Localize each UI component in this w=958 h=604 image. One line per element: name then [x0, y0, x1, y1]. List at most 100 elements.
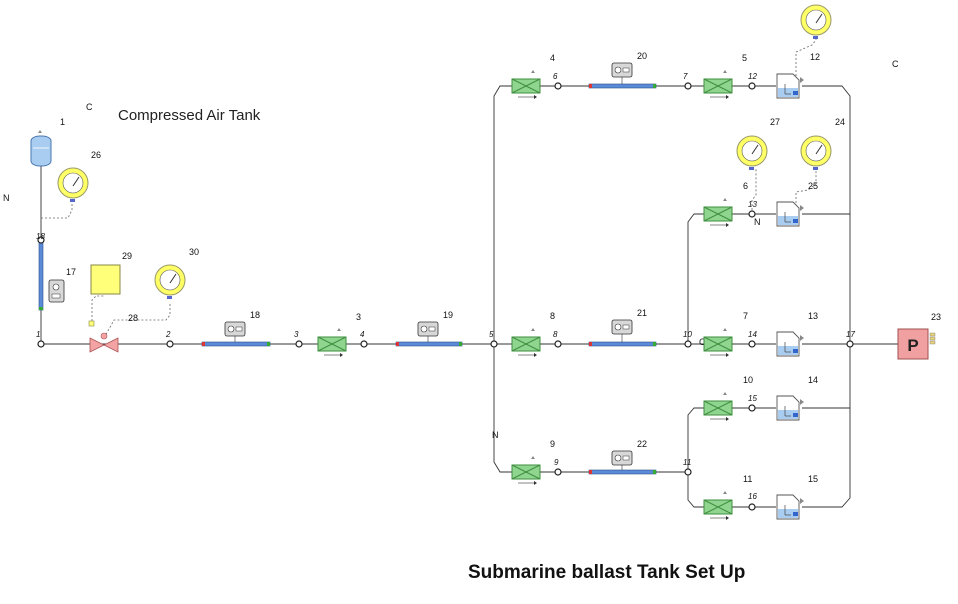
pressure-source-icon[interactable]: P	[897, 328, 936, 360]
ballast-group: 25 13 14 15	[776, 73, 818, 520]
component-label-17: 17	[66, 267, 76, 277]
gauge-icon-26[interactable]	[57, 167, 89, 202]
restrictor-5-icon[interactable]: 5	[703, 53, 747, 99]
junction-node-11[interactable]	[684, 468, 692, 476]
component-label-19: 19	[443, 310, 453, 320]
junction-node-5[interactable]	[490, 340, 498, 348]
junction-node-14[interactable]	[748, 340, 756, 348]
junction-node-10[interactable]	[684, 340, 692, 348]
component-label-10: 10	[743, 375, 753, 385]
ballast-12-icon[interactable]	[776, 73, 804, 99]
component-label-29: 29	[122, 251, 132, 261]
component-label-18: 18	[250, 310, 260, 320]
junction-node-8[interactable]	[554, 340, 562, 348]
pipe-line-collector	[802, 85, 851, 508]
component-label-30: 30	[189, 247, 199, 257]
junction-node-3[interactable]	[295, 340, 303, 348]
pipe-icon-17[interactable]	[38, 239, 44, 311]
node-label-10: 10	[683, 330, 692, 339]
junction-node-2[interactable]	[166, 340, 174, 348]
node-label-6: 6	[553, 72, 558, 81]
node-label-3: 3	[294, 330, 299, 339]
pipe-icon-19[interactable]	[395, 321, 463, 347]
node-label-7: 7	[683, 72, 688, 81]
node-label-5: 5	[489, 330, 494, 339]
component-label-22: 22	[637, 439, 647, 449]
junction-node-16[interactable]	[748, 503, 756, 511]
valve-icon-28[interactable]	[89, 332, 119, 353]
junction-node-1[interactable]	[37, 340, 45, 348]
restrictor-group: 3 4 5 6 7 8 9 10 11	[317, 53, 753, 520]
gauge-icon-24[interactable]	[800, 135, 832, 170]
component-label-26: 26	[91, 150, 101, 160]
pipe-line-n11-up	[687, 407, 776, 472]
node-label-16: 16	[748, 492, 757, 501]
component-label-6: 6	[743, 181, 748, 191]
restrictor-6-icon[interactable]: 6	[703, 181, 748, 227]
gauge-icon-30[interactable]	[154, 264, 186, 299]
restrictor-4-icon[interactable]: 4	[511, 53, 555, 99]
ballast-13-icon[interactable]: 13	[776, 311, 818, 357]
junction-node-13[interactable]	[748, 210, 756, 218]
component-label-24: 24	[835, 117, 845, 127]
pipe-icon-20[interactable]	[588, 62, 657, 89]
marker-n-tank12: N	[754, 217, 761, 227]
restrictor-9-icon[interactable]: 9	[511, 439, 555, 485]
component-label-13: 13	[808, 311, 818, 321]
junction-node-7[interactable]	[684, 82, 692, 90]
gauge-icon-12[interactable]	[800, 4, 832, 39]
tank-icon[interactable]	[30, 130, 52, 167]
box-icon-29[interactable]	[88, 264, 121, 327]
restrictor-11-icon[interactable]: 11	[703, 474, 752, 520]
ballast-15-icon[interactable]: 15	[776, 474, 818, 520]
signal-line-27	[751, 168, 757, 214]
restrictor-8-icon[interactable]: 8	[511, 311, 555, 357]
diagram-title: Compressed Air Tank	[118, 107, 261, 124]
junction-node-18[interactable]	[37, 236, 45, 244]
component-label-28: 28	[128, 313, 138, 323]
component-label-27: 27	[770, 117, 780, 127]
node-label-9: 9	[554, 458, 559, 467]
signal-line-30	[103, 303, 171, 339]
component-label-5: 5	[742, 53, 747, 63]
marker-c-mid: C	[699, 337, 706, 347]
pipe-line-branch-up	[493, 85, 520, 344]
diagram-subtitle: Submarine ballast Tank Set Up	[468, 562, 745, 583]
restrictor-3-icon[interactable]: 3	[317, 312, 361, 357]
restrictor-10-icon[interactable]: 10	[703, 375, 753, 421]
junction-node-12[interactable]	[748, 82, 756, 90]
gauge-icon-27[interactable]	[736, 135, 768, 170]
pipe-icon-21[interactable]	[588, 319, 657, 347]
node-label-17: 17	[846, 330, 855, 339]
instrument-icon-17	[48, 279, 65, 303]
node-label-1: 1	[36, 330, 40, 339]
pipe-icon-18[interactable]	[201, 321, 271, 347]
junction-node-17[interactable]	[846, 340, 854, 348]
component-label-25: 25	[808, 181, 818, 191]
node-label-8: 8	[553, 330, 558, 339]
node-label-2: 2	[165, 330, 171, 339]
restrictor-7-icon[interactable]: 7	[703, 311, 748, 357]
marker-c-top-left: C	[86, 102, 93, 112]
junction-node-15[interactable]	[748, 404, 756, 412]
node-label-15: 15	[748, 394, 757, 403]
pipe-icon-22[interactable]	[588, 450, 657, 475]
component-label-3: 3	[356, 312, 361, 322]
node-label-12: 12	[748, 72, 757, 81]
signal-line-24	[795, 170, 817, 207]
junction-node-6[interactable]	[554, 82, 562, 90]
marker-n-left: N	[3, 193, 10, 203]
ballast-25-icon[interactable]: 25	[776, 181, 818, 227]
ballast-14-icon[interactable]: 14	[776, 375, 818, 421]
junction-node-9[interactable]	[554, 468, 562, 476]
node-label-13: 13	[748, 200, 757, 209]
pressure-source-symbol: P	[907, 336, 918, 355]
pipe-line-n10-up	[687, 213, 776, 344]
marker-n-branch: N	[492, 430, 499, 440]
marker-c-top-right: C	[892, 59, 899, 69]
junction-node-4[interactable]	[360, 340, 368, 348]
component-label-21: 21	[637, 308, 647, 318]
signal-lines	[41, 36, 817, 339]
node-label-11: 11	[683, 458, 691, 467]
signal-line-29	[91, 295, 104, 325]
